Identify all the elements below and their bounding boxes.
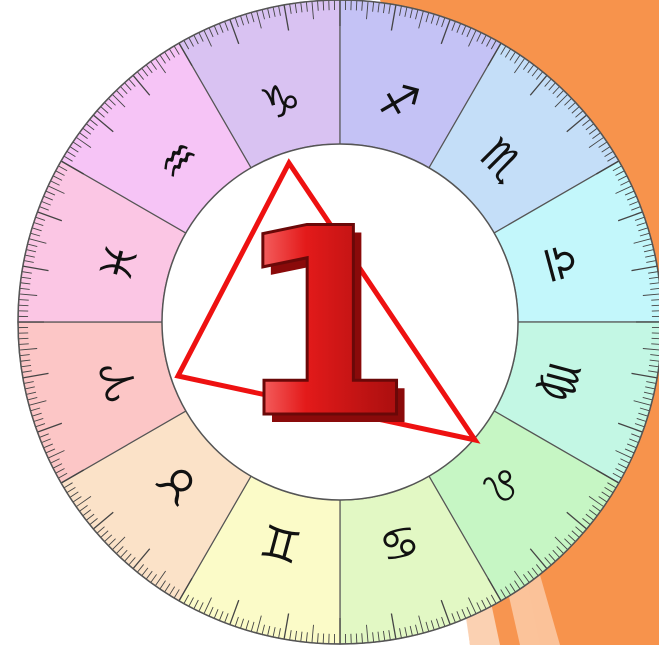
degree-tick [323,634,324,644]
degree-tick [323,0,324,10]
center-number-face: 1 [234,174,415,476]
degree-tick [356,0,357,10]
center-number: 1 1 [234,174,423,484]
degree-tick [652,305,659,306]
degree-tick [356,634,357,644]
degree-tick [652,338,659,339]
degree-tick [18,338,28,339]
degree-tick [18,305,28,306]
